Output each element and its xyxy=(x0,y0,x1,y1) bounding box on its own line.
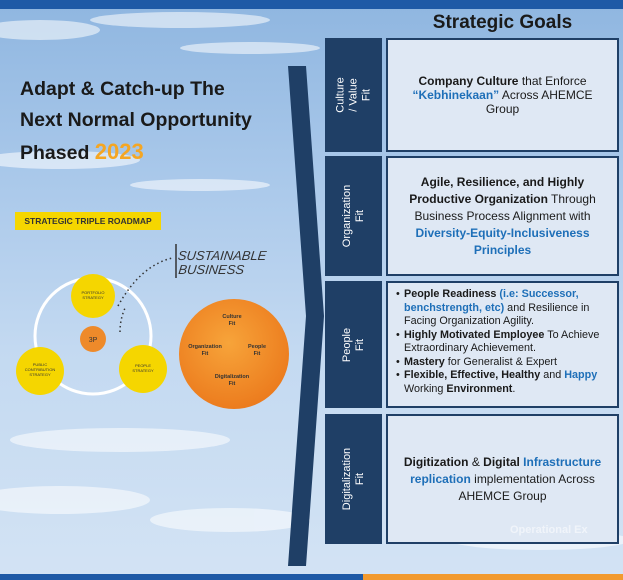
people-item-1-rest: and Resilience in Facing Organization Ag… xyxy=(404,301,590,328)
bottom-bar xyxy=(0,574,623,580)
flow-arrow xyxy=(288,66,324,566)
headline-line-2: Next Normal Opportunity xyxy=(20,109,252,131)
portfolio-label-2: STRATEGY xyxy=(82,295,104,300)
people-item-3-bold: Mastery xyxy=(404,355,445,368)
headline-phased: Phased xyxy=(20,142,90,164)
headline-year: 2023 xyxy=(94,139,144,164)
goal-digitalization: Digitization & Digital Infrastructure re… xyxy=(386,414,619,544)
headline-line-3: Phased 2023 xyxy=(20,136,290,169)
people-item-4-happy: Happy xyxy=(564,369,598,381)
people-node xyxy=(119,345,167,393)
fit-digitalization-2: Fit xyxy=(229,381,236,387)
fit-culture-1: Culture xyxy=(222,314,241,320)
goal-organization: Agile, Resilience, and Highly Productive… xyxy=(386,156,619,276)
fit-circle xyxy=(179,299,289,409)
dotted-link-2 xyxy=(119,305,127,333)
label-culture-2: / Value xyxy=(347,78,359,112)
sustainable-text-1: SUSTAINABLE xyxy=(177,248,267,263)
organization-text-2: Through Business Process Alignment with xyxy=(414,191,596,223)
people-item-2-bold: Highly Motivated Employee xyxy=(404,328,545,341)
headline-line-1: Adapt & Catch-up The xyxy=(20,78,225,100)
people-item-4: Flexible, Effective, Healthy and Happy W… xyxy=(396,369,609,396)
public-node xyxy=(16,347,64,395)
people-item-4-period: . xyxy=(512,382,516,395)
center-3p-label: 3P xyxy=(89,337,98,344)
people-item-3: Mastery for Generalist & Expert xyxy=(396,355,609,370)
fit-people-1: People xyxy=(248,344,266,350)
roadmap-label: STRATEGIC TRIPLE ROADMAP xyxy=(15,212,161,230)
people-item-1-blue: (i.e: Successor, benchstrength, etc) xyxy=(404,288,579,314)
headline: Adapt & Catch-up The Next Normal Opportu… xyxy=(20,74,290,169)
people-item-1-bold: People Readiness xyxy=(404,288,497,300)
digitalization-text-3: Digital xyxy=(483,454,520,469)
culture-text-3: “Kebhinekaan” xyxy=(412,88,500,102)
fit-people-2: Fit xyxy=(254,351,261,357)
goal-people: People Readiness (i.e: Successor, benchs… xyxy=(386,281,619,408)
people-item-4-bold: Flexible, Effective, Healthy xyxy=(404,369,541,381)
fit-organization-2: Fit xyxy=(202,351,209,357)
top-bar xyxy=(0,0,623,9)
culture-text-4: Across AHEMCE Group xyxy=(485,88,593,116)
culture-text-2: that Enforce xyxy=(518,74,587,88)
bottom-bar-accent xyxy=(363,574,623,580)
label-people-1: People xyxy=(340,327,353,362)
goal-culture: Company Culture that Enforce “Kebhinekaa… xyxy=(386,38,619,152)
fit-organization-1: Organization xyxy=(188,344,222,350)
people-item-4-environment: Environment xyxy=(446,382,513,395)
center-3p-node xyxy=(80,326,106,352)
organization-text-1: Agile, Resilience, and Highly Productive… xyxy=(409,174,585,206)
dotted-link xyxy=(117,257,173,307)
culture-text-1: Company Culture xyxy=(418,74,519,88)
public-label-3: STRATEGY xyxy=(29,372,51,377)
people-item-4-working: Working xyxy=(404,382,447,395)
label-culture-1: Culture xyxy=(334,77,346,113)
digitalization-text-5: implementation Across AHEMCE Group xyxy=(458,471,595,503)
label-culture-fit: Culture / Value Fit xyxy=(325,38,382,152)
label-organization-1: Organization xyxy=(340,184,353,248)
label-digitalization-fit: Digitalization Fit xyxy=(325,414,382,544)
people-label-2: STRATEGY xyxy=(132,368,154,373)
triple-roadmap-diagram: SUSTAINABLE BUSINESS PORTFOLIO STRATEGY … xyxy=(16,244,289,409)
label-digitalization-2: Fit xyxy=(353,472,366,486)
public-label-1: PUBLIC xyxy=(33,362,48,367)
digitalization-text-4: Infrastructure replication xyxy=(410,454,602,486)
public-label-2: CONTRIBUTION xyxy=(25,367,56,372)
people-list: People Readiness (i.e: Successor, benchs… xyxy=(388,283,617,400)
fit-digitalization-1: Digitalization xyxy=(215,374,250,380)
portfolio-node xyxy=(71,274,115,318)
people-item-3-rest: for Generalist & Expert xyxy=(444,355,558,368)
label-people-2: Fit xyxy=(353,338,366,351)
people-item-1: People Readiness (i.e: Successor, benchs… xyxy=(396,288,609,329)
watermark-text: Operational Ex xyxy=(510,524,588,536)
page-title: Strategic Goals xyxy=(432,12,573,33)
digitalization-text-2: & xyxy=(468,454,484,469)
label-organization-fit: Organization Fit xyxy=(325,156,382,276)
digitalization-text-1: Digitization xyxy=(403,454,469,469)
label-people-fit: People Fit xyxy=(325,281,382,408)
people-item-4-and: and xyxy=(540,369,565,381)
sustainable-text-2: BUSINESS xyxy=(178,262,246,277)
label-culture-3: Fit xyxy=(360,88,372,102)
organization-text-3: Diversity-Equity-Inclusiveness Principle… xyxy=(415,225,590,257)
label-digitalization-1: Digitalization xyxy=(340,447,353,511)
portfolio-label-1: PORTFOLIO xyxy=(81,290,104,295)
label-organization-2: Fit xyxy=(353,209,366,223)
fit-culture-2: Fit xyxy=(229,321,236,327)
people-label-1: PEOPLE xyxy=(135,363,151,368)
people-item-2: Highly Motivated Employee To Achieve Ext… xyxy=(396,328,609,356)
people-item-2-rest: To Achieve Extraordinary Achievement. xyxy=(404,328,600,355)
